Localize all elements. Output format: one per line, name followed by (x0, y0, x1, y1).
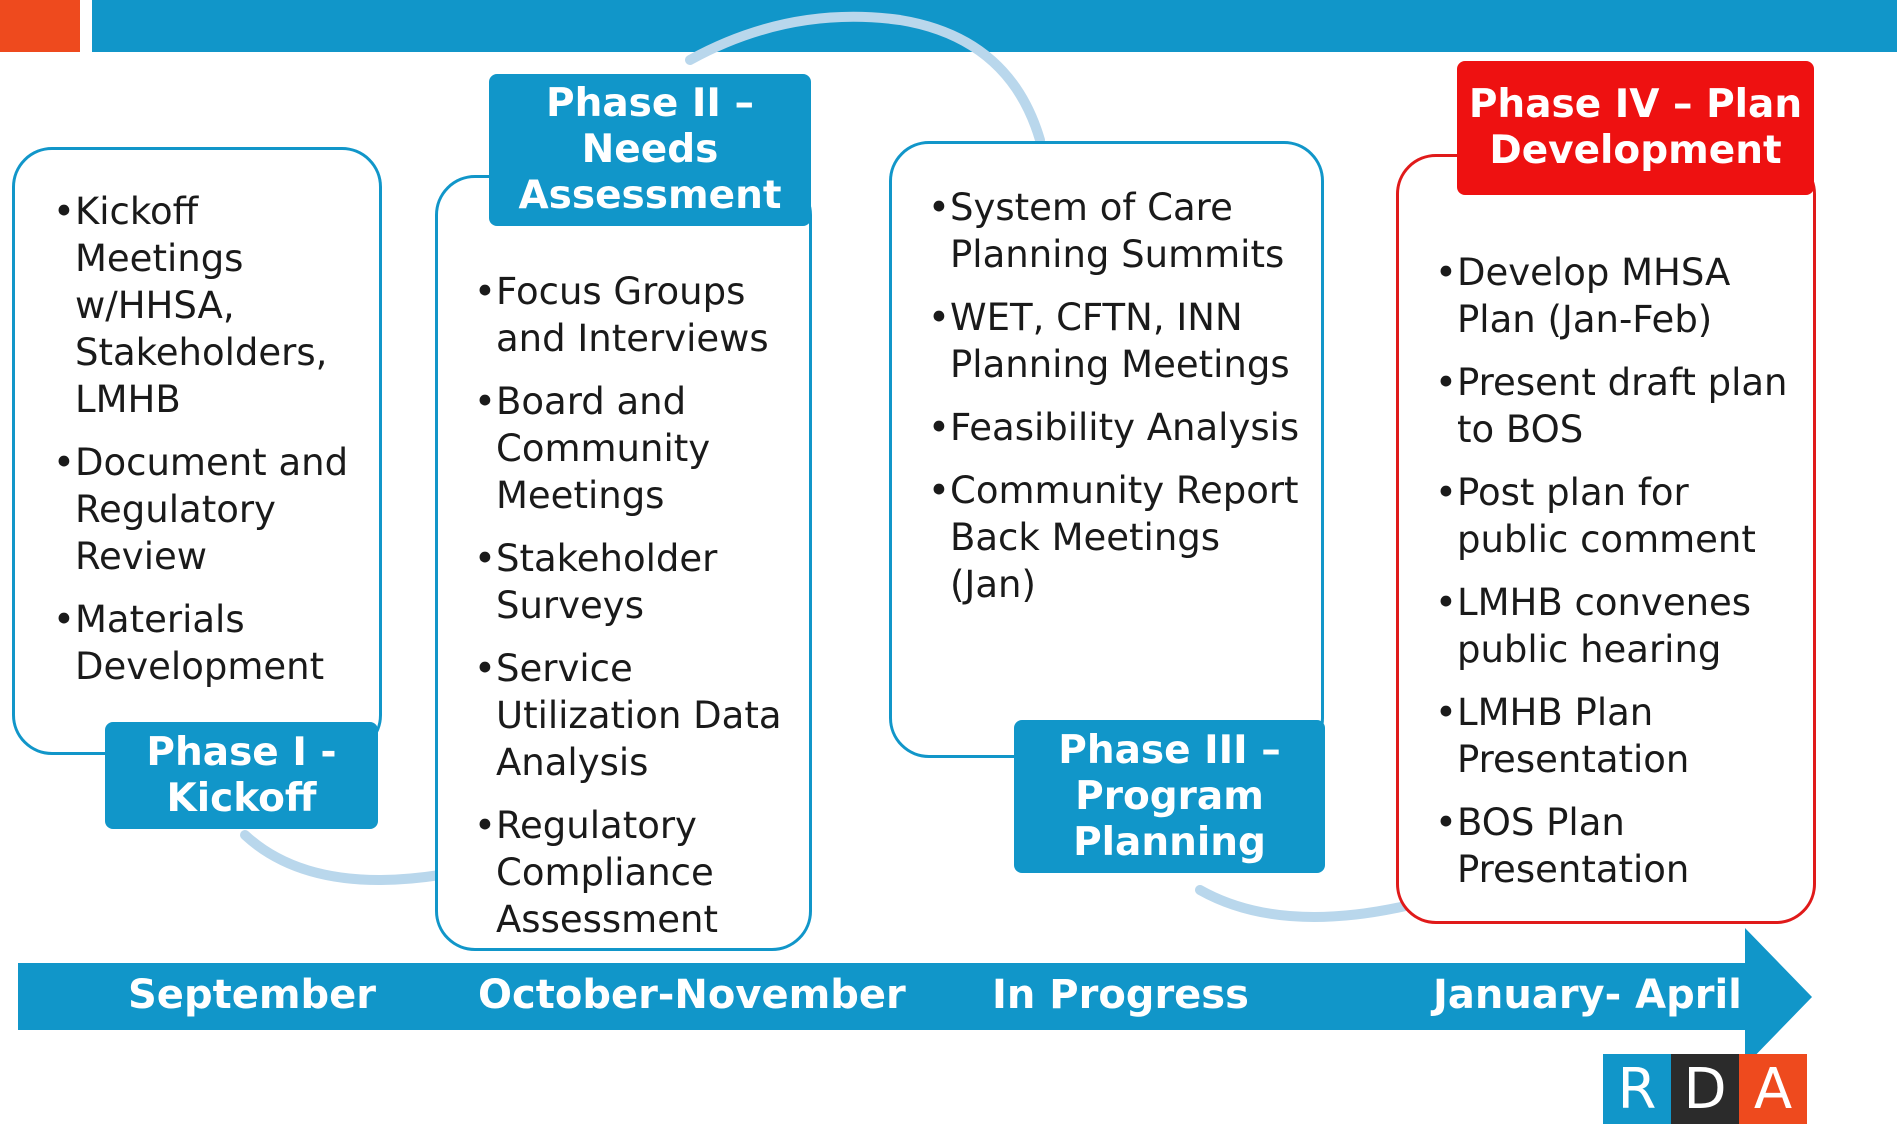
phase-2-activities: Focus Groups and Interviews Board and Co… (474, 268, 795, 943)
phase-3-activities: System of Care Planning Summits WET, CFT… (928, 184, 1307, 608)
activity-item: Develop MHSA Plan (Jan-Feb) (1435, 249, 1799, 343)
connector-arc-left (240, 830, 445, 885)
activity-item: Feasibility Analysis (928, 404, 1307, 451)
phase-4-title: Phase IV – Plan Development (1468, 82, 1803, 173)
header-accent-block (0, 0, 80, 52)
phase-1-label: Phase I - Kickoff (105, 722, 378, 829)
connector-arc-top (685, 11, 1045, 145)
timeline-arrow (18, 928, 1812, 1066)
timeline-label-october-november: October-November (478, 972, 906, 1018)
rda-logo-r: R (1603, 1054, 1671, 1124)
timeline-label-september: September (128, 972, 376, 1018)
activity-item: Board and Community Meetings (474, 378, 795, 519)
activity-item: Focus Groups and Interviews (474, 268, 795, 362)
phase-4-activities: Develop MHSA Plan (Jan-Feb) Present draf… (1435, 249, 1799, 893)
activity-item: Post plan for public comment (1435, 469, 1799, 563)
activity-item: LMHB Plan Presentation (1435, 689, 1799, 783)
phase-4-label: Phase IV – Plan Development (1457, 61, 1814, 195)
timeline-label-january-april: January- April (1433, 972, 1742, 1018)
activity-item: Community Report Back Meetings (Jan) (928, 467, 1307, 608)
timeline-label-in-progress: In Progress (992, 972, 1249, 1018)
activity-item: BOS Plan Presentation (1435, 799, 1799, 893)
phase-3-title: Phase III – Program Planning (1058, 727, 1281, 865)
activity-item: Kickoff Meetings w/HHSA, Stakeholders, L… (53, 188, 365, 423)
phase-3-panel: System of Care Planning Summits WET, CFT… (889, 141, 1324, 758)
phase-2-title: Phase II – Needs Assessment (518, 81, 782, 218)
activity-item: Document and Regulatory Review (53, 439, 365, 580)
phase-3-label: Phase III – Program Planning (1014, 720, 1325, 873)
phase-4-panel: Develop MHSA Plan (Jan-Feb) Present draf… (1396, 154, 1816, 924)
activity-item: Stakeholder Surveys (474, 535, 795, 629)
activity-item: LMHB convenes public hearing (1435, 579, 1799, 673)
activity-item: System of Care Planning Summits (928, 184, 1307, 278)
header-bar (92, 0, 1897, 52)
activity-item: WET, CFTN, INN Planning Meetings (928, 294, 1307, 388)
phase-2-label: Phase II – Needs Assessment (489, 74, 811, 226)
activity-item: Materials Development (53, 596, 365, 690)
phase-2-panel: Focus Groups and Interviews Board and Co… (435, 175, 812, 951)
activity-item: Service Utilization Data Analysis (474, 645, 795, 786)
phase-1-activities: Kickoff Meetings w/HHSA, Stakeholders, L… (53, 188, 365, 690)
phase-1-panel: Kickoff Meetings w/HHSA, Stakeholders, L… (12, 147, 382, 755)
connector-arc-right (1195, 885, 1415, 922)
phase-1-title: Phase I - Kickoff (146, 729, 337, 821)
activity-item: Regulatory Compliance Assessment (474, 802, 795, 943)
rda-logo-a: A (1739, 1054, 1807, 1124)
activity-item: Present draft plan to BOS (1435, 359, 1799, 453)
rda-logo-d: D (1671, 1054, 1739, 1124)
